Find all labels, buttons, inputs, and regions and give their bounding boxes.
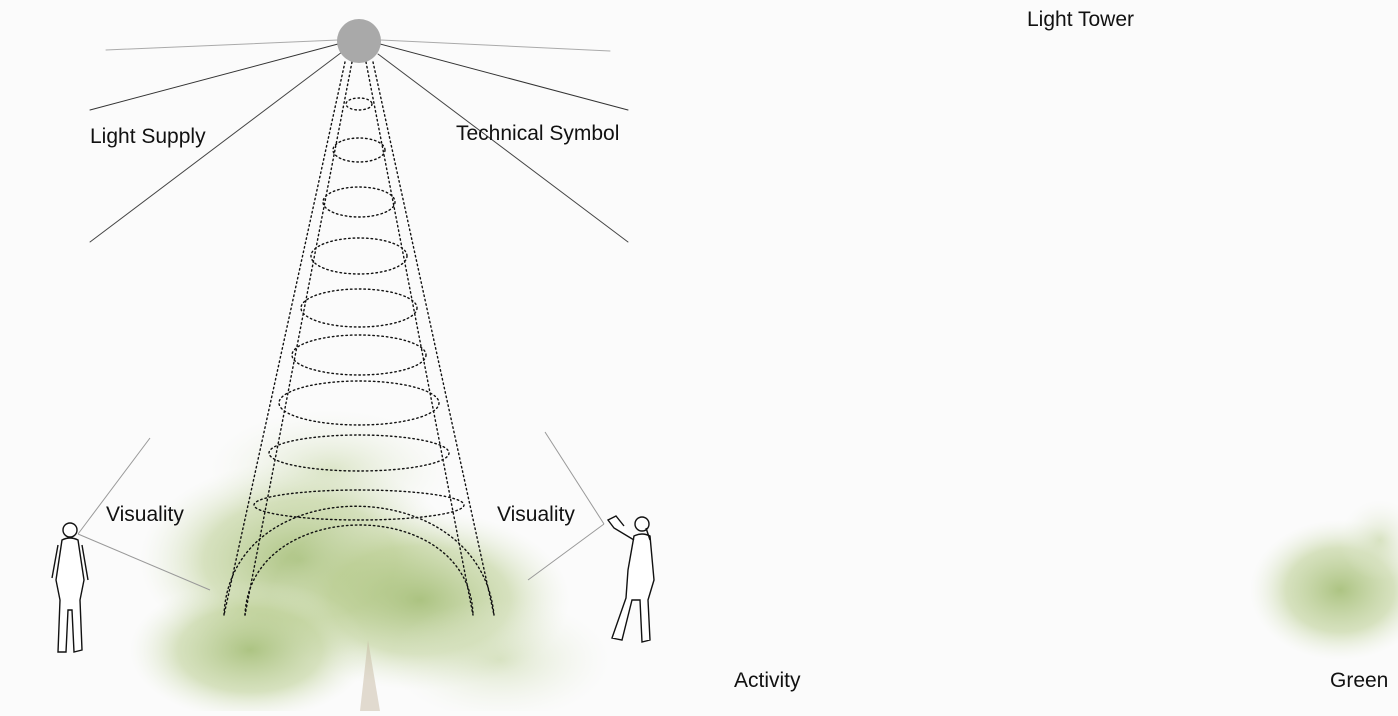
- label-technical-symbol: Technical Symbol: [456, 122, 620, 145]
- visuality-lines: [77, 431, 605, 591]
- label-light-supply: Light Supply: [90, 125, 206, 148]
- label-green: Green: [1330, 669, 1389, 692]
- label-light-tower: Light Tower: [1027, 8, 1135, 31]
- person-standing-icon: [51, 522, 89, 653]
- person-photographing-icon: [606, 515, 655, 643]
- light-rays: [89, 39, 629, 243]
- foliage-background-right: [1250, 500, 1398, 660]
- tower-left: [223, 61, 495, 616]
- label-activity: Activity: [734, 669, 801, 692]
- foliage-background-left: [130, 410, 610, 716]
- label-visuality-right: Visuality: [497, 503, 575, 526]
- label-visuality-left: Visuality: [106, 503, 184, 526]
- lamp-icon: [337, 19, 381, 63]
